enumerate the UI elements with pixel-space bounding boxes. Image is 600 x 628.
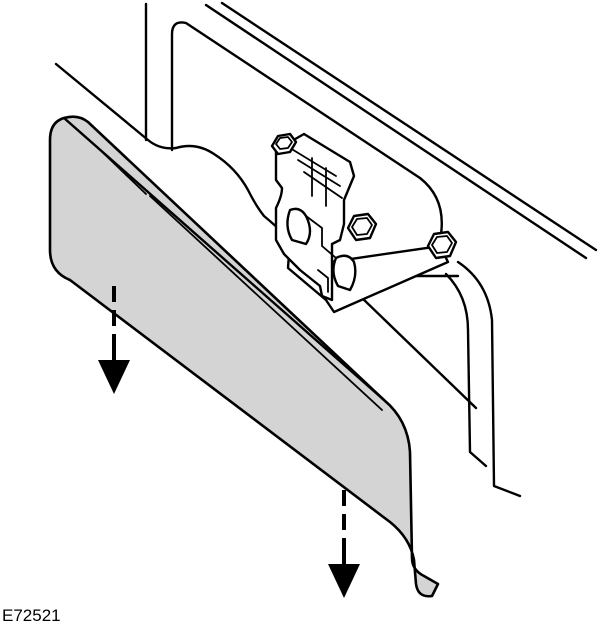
figure-code: E72521 [2,606,61,625]
cover-panel-top-edge [62,116,386,402]
arrow-down-icon [328,490,360,598]
cover-panel-fold-line-2 [149,195,383,411]
bolt-face [275,136,293,150]
body-edge-left [54,62,178,150]
cover-panel-fold-line [95,145,147,195]
body-edge-top-2 [220,1,598,252]
bracket-clamp-right [332,254,357,292]
bolt-face [351,217,373,236]
bracket-clamp-left [286,207,312,246]
mounting-bracket [274,132,450,314]
bracket-inner-edge [305,215,337,259]
arrow-down-icon [98,286,130,394]
bolt-face [431,235,453,254]
body-tube-outer [456,260,522,498]
body-flange [170,21,443,242]
bracket-slot [317,269,329,293]
body-structure [54,1,598,498]
bracket-rib-1 [289,147,337,177]
body-edge-lower-1 [358,294,478,410]
cover-panel-body [48,115,440,598]
bolt-upper-left [270,132,298,156]
cover-panel [48,115,440,598]
body-edge-wavy [174,144,286,236]
bracket-rib-3 [303,171,343,199]
body-edge-top-1 [204,3,588,260]
body-tube-inner [444,272,488,468]
bolt-center [346,212,378,242]
bolt-right [426,230,458,260]
bracket-rib-2 [297,159,341,187]
